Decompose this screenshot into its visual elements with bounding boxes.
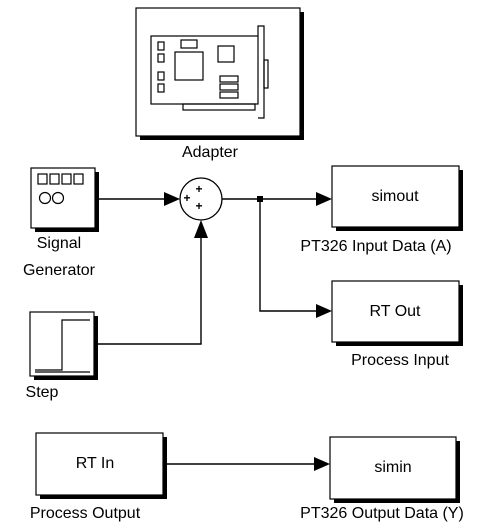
simout-label: PT326 Input Data (A) [300, 238, 451, 255]
sum-block[interactable]: + + + [179, 177, 223, 221]
signal-generator-to-sum-line[interactable] [95, 192, 180, 206]
sum-to-simout-line[interactable] [222, 192, 332, 206]
simin-text: simin [374, 459, 411, 476]
sum-sign-top: + [195, 182, 202, 196]
signal-generator-icon [37, 173, 84, 205]
adapter-card-icon [150, 25, 269, 119]
rt-in-text: RT In [76, 455, 115, 472]
rt-in-to-simin-line[interactable] [163, 457, 330, 471]
simout-block[interactable]: simout PT326 Input Data (A) [300, 165, 463, 255]
step-to-sum-line[interactable] [94, 220, 208, 345]
rt-out-text: RT Out [370, 303, 422, 320]
simin-block[interactable]: simin PT326 Output Data (Y) [300, 436, 464, 522]
step-block[interactable]: Step [26, 311, 98, 401]
branch-to-rt-out-line[interactable] [257, 196, 332, 318]
simout-text: simout [371, 188, 419, 205]
rt-out-label: Process Input [351, 352, 449, 369]
rt-in-block[interactable]: RT In Process Output [30, 432, 167, 522]
rt-in-label: Process Output [30, 505, 141, 522]
signal-generator-label-line2: Generator [23, 262, 96, 279]
adapter-block[interactable]: Adapter [135, 7, 304, 161]
step-icon [35, 319, 90, 373]
sum-sign-bottom: + [195, 199, 202, 213]
adapter-label: Adapter [182, 144, 239, 161]
step-label: Step [26, 384, 59, 401]
simin-label: PT326 Output Data (Y) [300, 505, 464, 522]
sum-sign-left: + [183, 191, 190, 205]
rt-out-block[interactable]: RT Out Process Input [331, 280, 463, 369]
signal-generator-label-line1: Signal [37, 235, 81, 252]
branch-point [257, 196, 263, 202]
signal-generator-block[interactable]: Signal Generator [23, 167, 99, 279]
